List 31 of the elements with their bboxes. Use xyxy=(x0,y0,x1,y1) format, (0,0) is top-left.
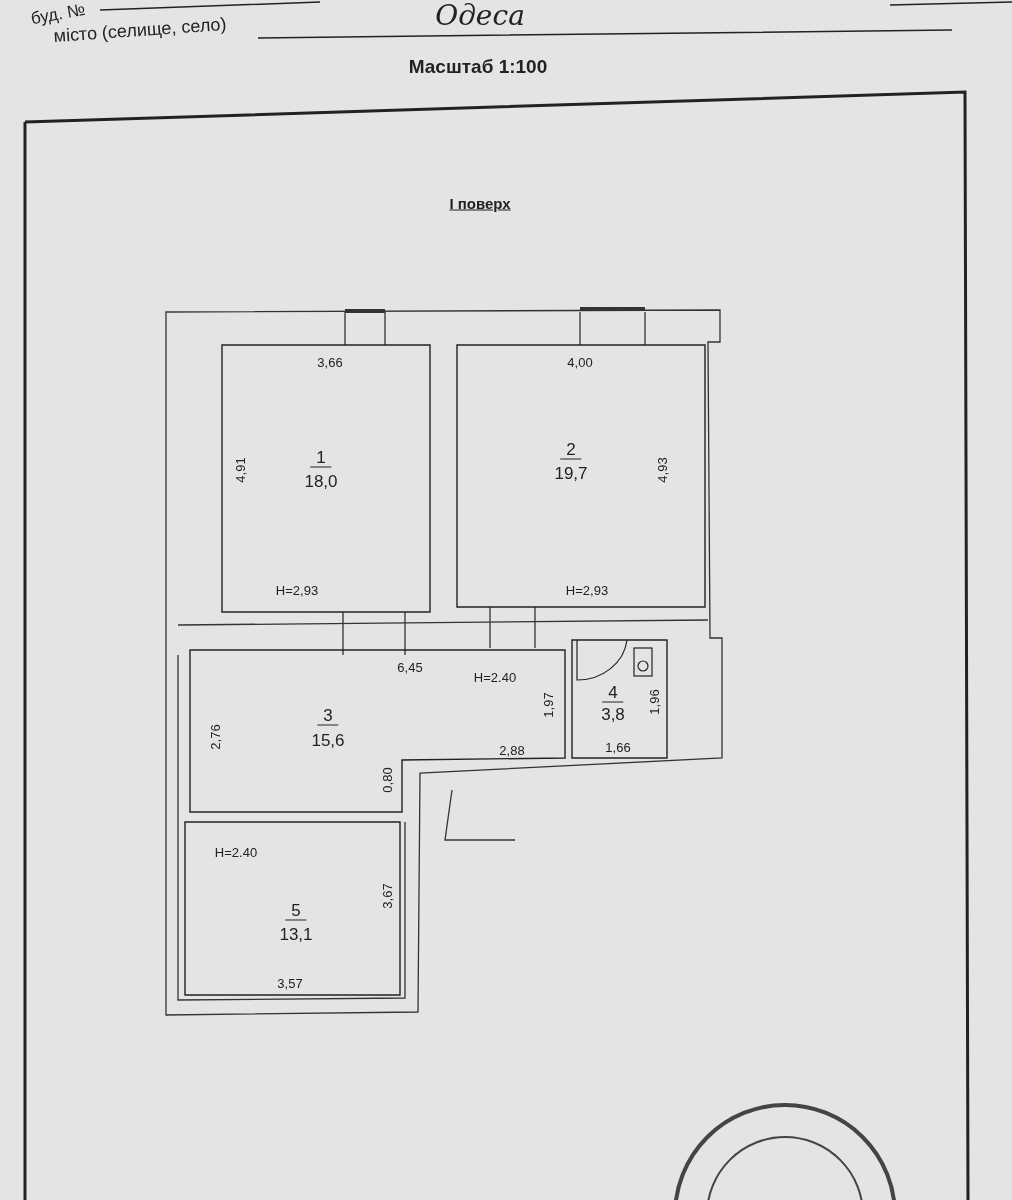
room-number: 2 xyxy=(560,440,582,460)
room-area: 19,7 xyxy=(554,464,588,482)
dimension-label: 3,66 xyxy=(317,355,343,369)
handwritten-entry: Одеса xyxy=(435,2,525,30)
dimension-label: H=2.40 xyxy=(473,670,517,684)
room-number: 3 xyxy=(317,706,339,726)
dimension-label: H=2,93 xyxy=(565,583,609,597)
dimension-label: 4,00 xyxy=(567,355,593,369)
floor-heading: I поверх xyxy=(449,195,511,211)
dimension-label: H=2,93 xyxy=(275,583,319,597)
room-area: 3,8 xyxy=(601,705,625,723)
room-number: 5 xyxy=(285,901,307,921)
dimension-label: 1,96 xyxy=(647,689,661,715)
dimension-label: 4,93 xyxy=(655,457,669,483)
form-field-label: буд. № xyxy=(29,0,87,28)
room-area: 18,0 xyxy=(304,472,338,490)
dimension-label: 2,76 xyxy=(208,724,222,750)
dimension-label: 1,97 xyxy=(541,692,555,718)
dimension-label: 3,67 xyxy=(380,883,394,909)
dimension-label: 3,57 xyxy=(277,976,303,990)
scale-heading: Масштаб 1:100 xyxy=(408,56,548,76)
room-number: 1 xyxy=(310,448,332,468)
room-number: 4 xyxy=(602,683,624,703)
room-area: 15,6 xyxy=(311,731,345,749)
dimension-label: 0,80 xyxy=(380,767,394,793)
dimension-label: 2,88 xyxy=(499,743,525,757)
dimension-label: 4,91 xyxy=(233,457,247,483)
dimension-label: 1,66 xyxy=(605,740,631,754)
dimension-label: 6,45 xyxy=(397,660,423,674)
dimension-label: H=2.40 xyxy=(214,845,258,859)
room-area: 13,1 xyxy=(279,925,313,943)
